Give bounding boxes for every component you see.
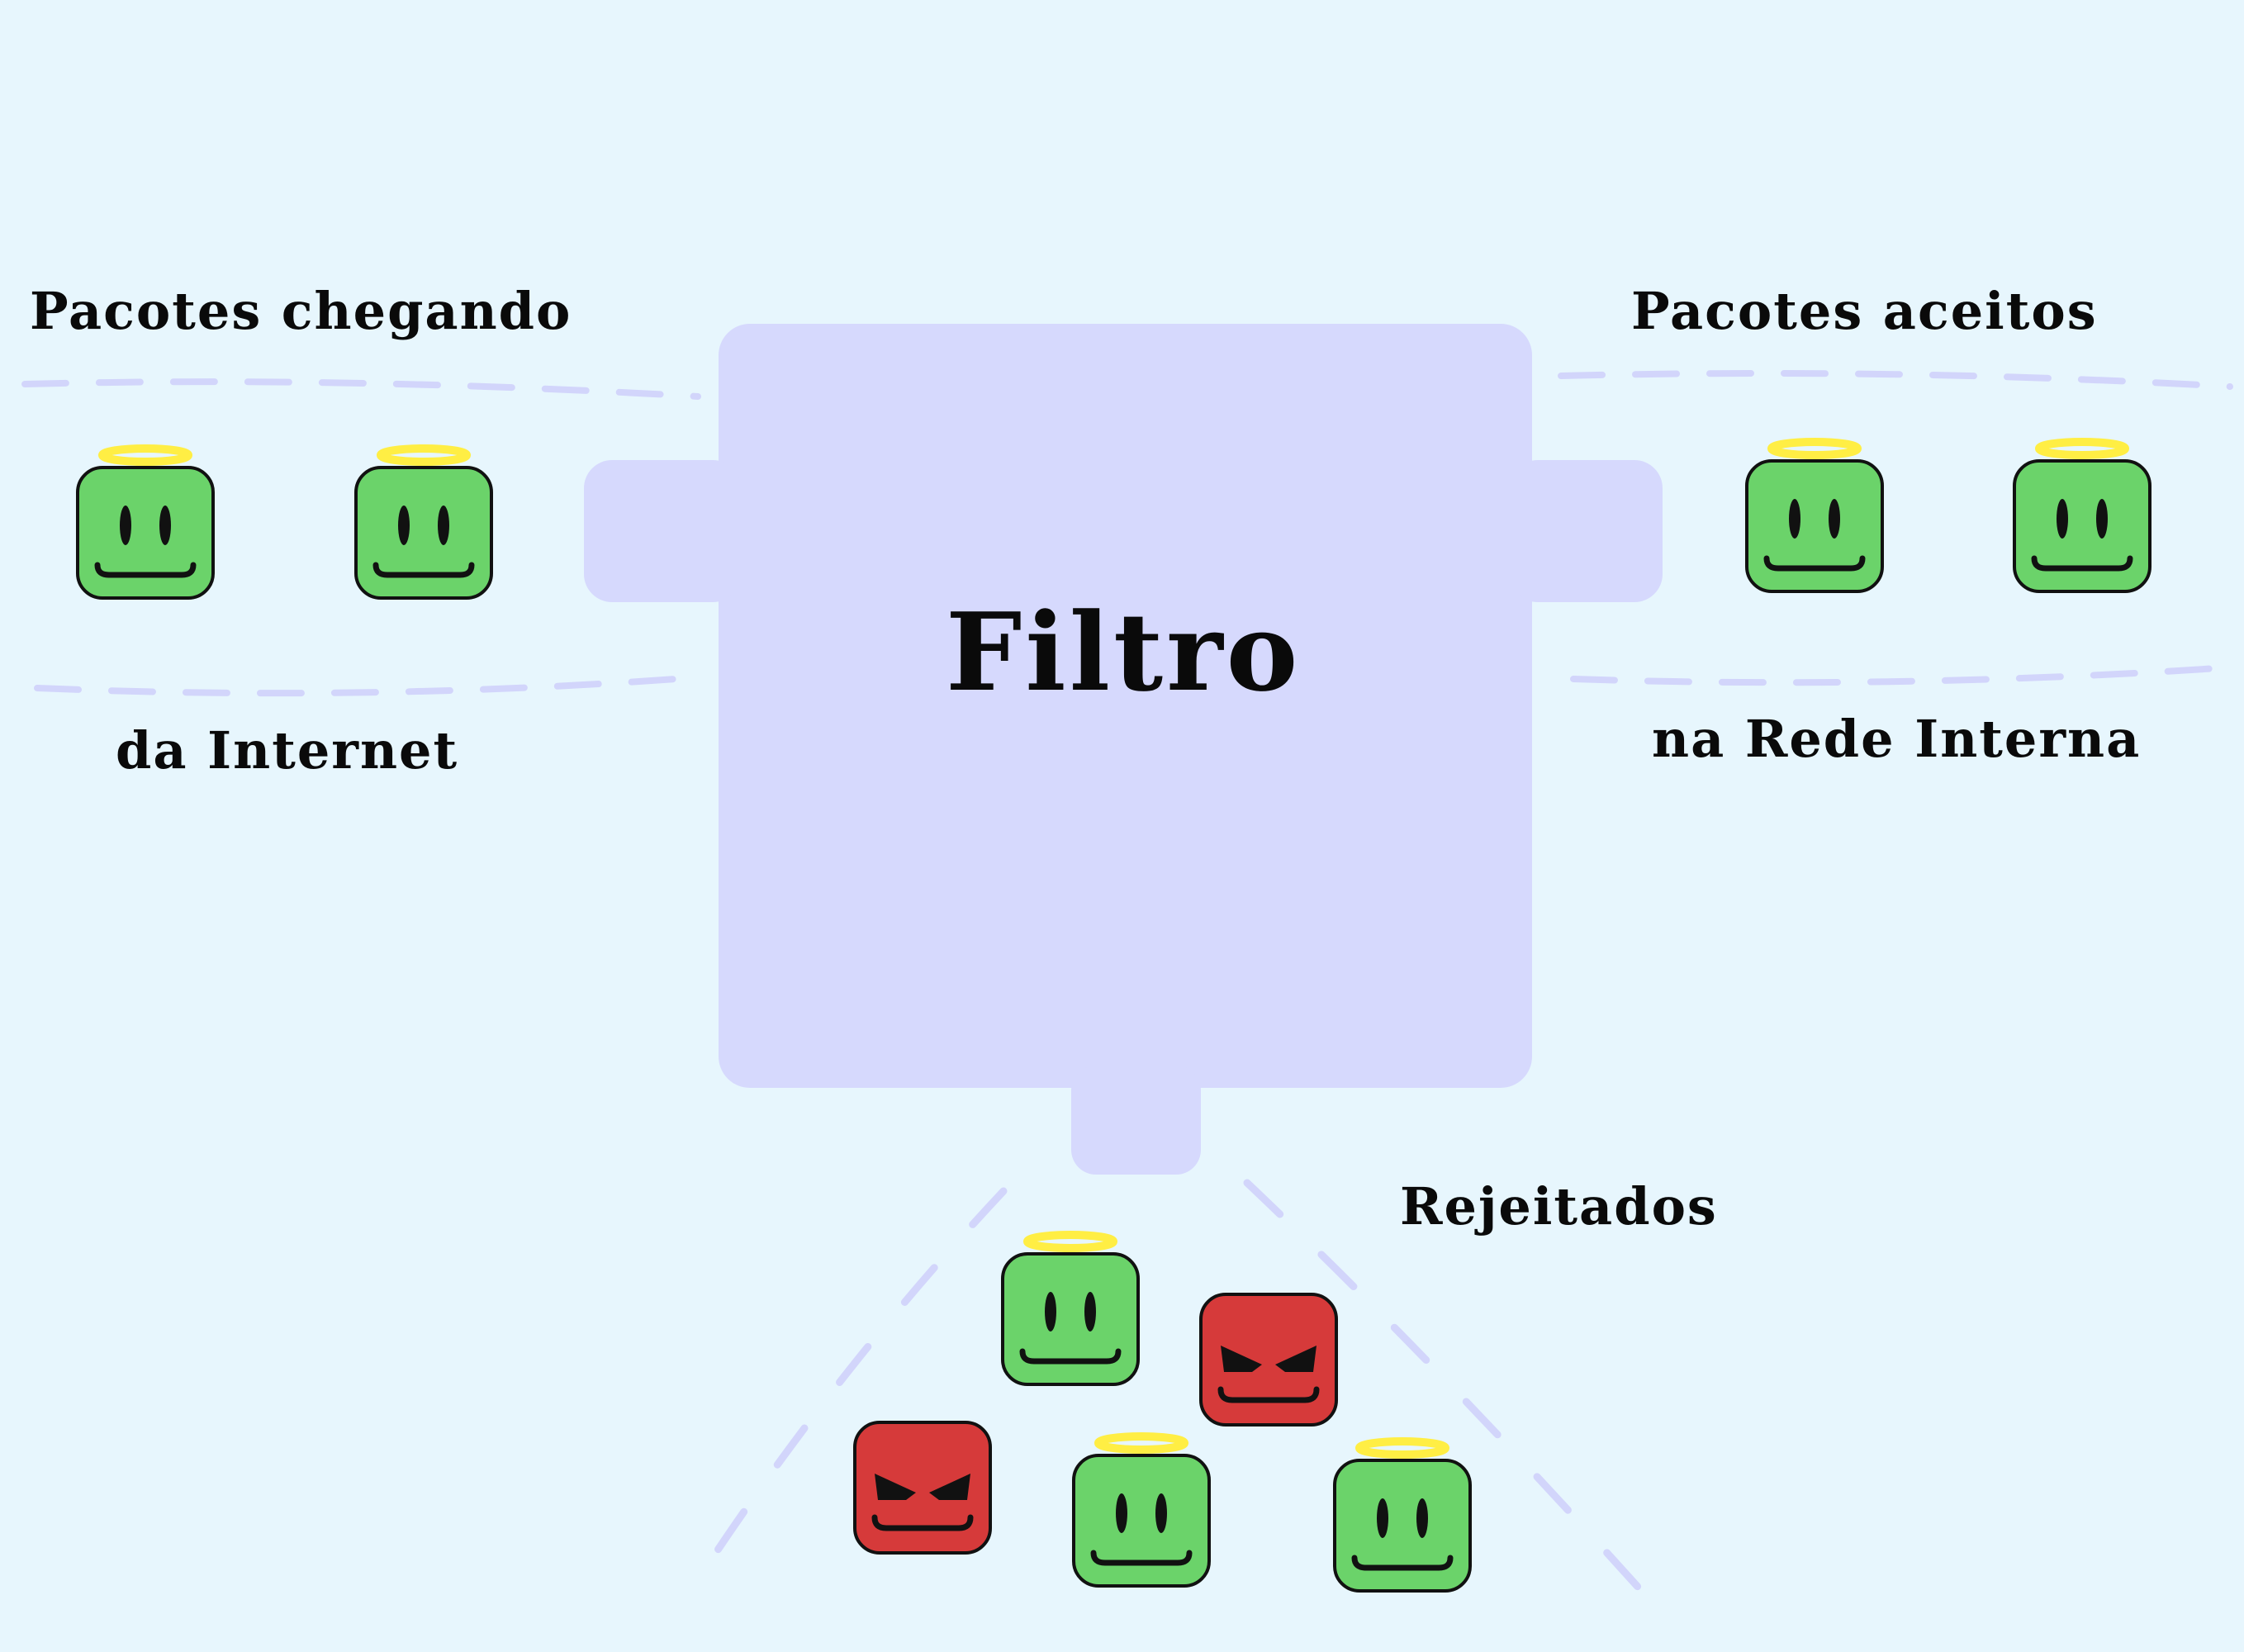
filter-outlet: [1510, 460, 1663, 602]
rejected-packets: [855, 1235, 1470, 1591]
filter-title: Filtro: [946, 589, 1302, 715]
good-packet-icon: [356, 449, 491, 598]
good-packet-icon: [1074, 1436, 1209, 1586]
good-packet-icon: [1335, 1441, 1470, 1591]
incoming-path: [21, 378, 701, 697]
accepted-label-bottom: na Rede Interna: [1652, 709, 2142, 769]
accepted-label-top: Pacotes aceitos: [1631, 281, 2098, 341]
accepted-packets: [1747, 442, 2150, 591]
rejected-path: [706, 1179, 1656, 1607]
accepted-path-top-dash: [1558, 369, 2233, 390]
incoming-label-top: Pacotes chegando: [30, 281, 572, 341]
filter-inlet: [584, 460, 741, 602]
filter-body: [719, 324, 1532, 1088]
rejected-label: Rejeitados: [1400, 1176, 1718, 1237]
accepted-path: [1558, 369, 2233, 686]
incoming-path-bottom-dash: [34, 674, 701, 697]
bad-packet-icon: [1201, 1294, 1336, 1425]
good-packet-icon: [78, 449, 213, 598]
accepted-path-bottom-dash: [1570, 664, 2233, 686]
good-packet-icon: [1747, 442, 1882, 591]
good-packet-icon: [1003, 1235, 1138, 1384]
bad-packet-icon: [855, 1422, 990, 1553]
incoming-label-bottom: da Internet: [116, 720, 459, 781]
incoming-packets: [78, 449, 491, 598]
good-packet-icon: [2014, 442, 2150, 591]
filter-reject-outlet: [1071, 1066, 1201, 1175]
filter-box: [584, 324, 1663, 1175]
incoming-path-top-dash: [21, 378, 701, 400]
rejected-path-left-dash: [706, 1187, 1008, 1565]
